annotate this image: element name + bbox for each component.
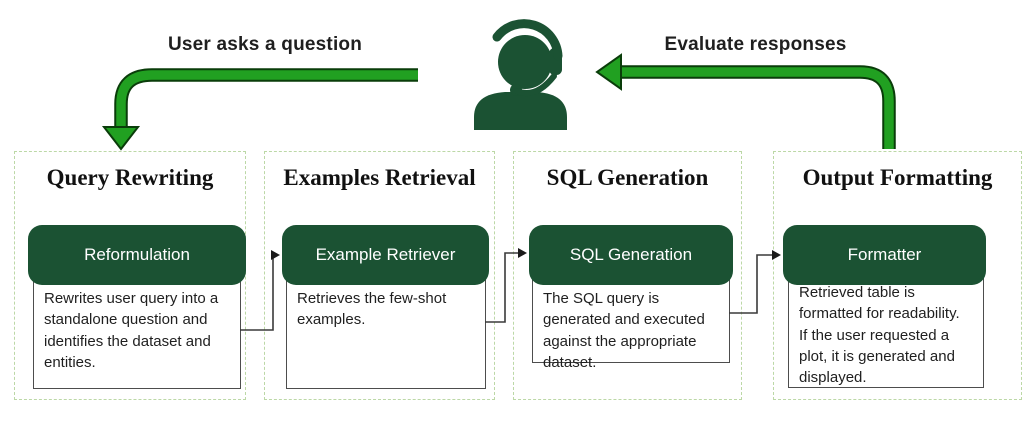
stage-component-box: SQL Generation — [529, 225, 733, 285]
pipeline-stage-examples-retrieval: Examples Retrieval Example Retriever Ret… — [264, 151, 495, 400]
pipeline-stage-sql-generation: SQL Generation SQL Generation The SQL qu… — [513, 151, 742, 400]
stage-component-box: Example Retriever — [282, 225, 489, 285]
stage-description: Retrieves the few-shot examples. — [286, 271, 486, 389]
stage-title: Examples Retrieval — [283, 165, 476, 190]
flow-arrow-evaluate-responses — [595, 53, 896, 149]
user-question-label: User asks a question — [167, 34, 363, 55]
stage-description: Retrieved table is formatted for readabi… — [788, 271, 984, 388]
stage-description: The SQL query is generated and executed … — [532, 271, 730, 371]
evaluate-responses-label: Evaluate responses — [664, 34, 847, 55]
stage-title: Output Formatting — [802, 165, 993, 190]
stage-component-box: Reformulation — [28, 225, 246, 285]
support-agent-icon — [474, 19, 567, 130]
stage-title: Query Rewriting — [46, 165, 214, 190]
pipeline-stage-output-formatting: Output Formatting Formatter Retrieved ta… — [773, 151, 1022, 400]
stage-description: Rewrites user query into a standalone qu… — [33, 271, 241, 389]
pipeline-stage-query-rewriting: Query Rewriting Reformulation Rewrites u… — [14, 151, 246, 400]
stage-component-box: Formatter — [783, 225, 986, 285]
stage-title: SQL Generation — [546, 165, 709, 190]
flow-arrow-user-question — [101, 68, 418, 151]
